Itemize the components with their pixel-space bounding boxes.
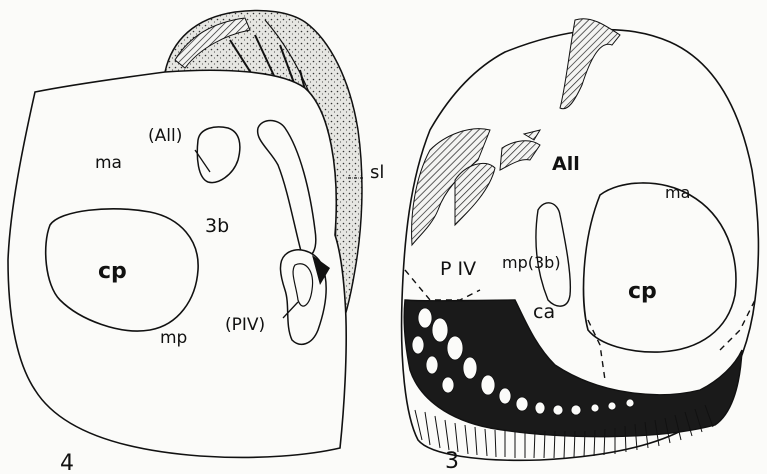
label-ma-3: ma [665, 183, 690, 202]
label-ca-3: ca [533, 301, 555, 323]
label-cp-3: cp [628, 279, 657, 304]
label-mp-4: mp [160, 328, 187, 348]
label-piv-4: (PIV) [225, 315, 265, 335]
label-3b-4: 3b [205, 215, 229, 237]
label-all-4: (All) [148, 126, 182, 146]
label-mp3b-3: mp(3b) [502, 253, 561, 272]
figure-3: All ma P IV mp(3b) ca cp 3 [402, 19, 759, 474]
figure-number-4: 4 [60, 451, 74, 474]
label-ma-4: ma [95, 153, 122, 173]
figure-4: ma (All) 3b cp mp (PIV) sl 4 [8, 10, 384, 474]
label-all-3: All [552, 153, 580, 175]
label-sl: sl [370, 162, 384, 183]
label-piv-3: P IV [440, 258, 476, 280]
label-cp-4: cp [98, 259, 127, 284]
figure-number-3: 3 [445, 449, 459, 474]
